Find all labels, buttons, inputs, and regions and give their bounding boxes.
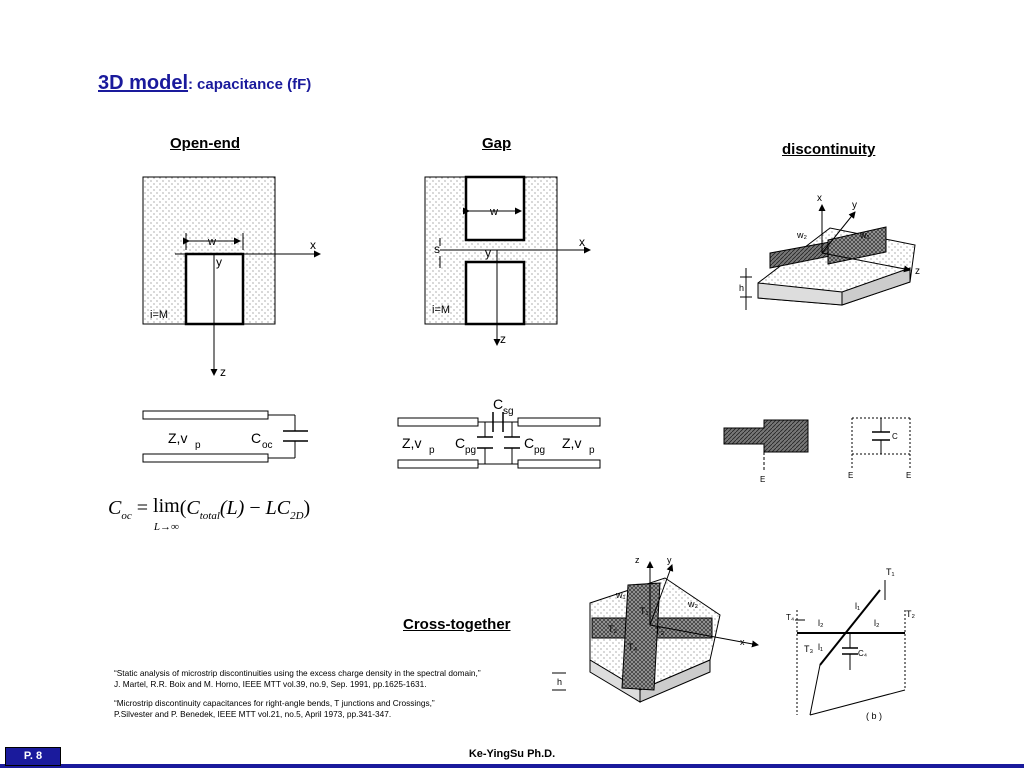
gap-cpg-left: C	[455, 435, 465, 451]
cross-y-label: y	[667, 555, 672, 565]
step-e-right: E	[906, 471, 911, 480]
gap-figure: w s x y z i=M	[424, 175, 591, 346]
cross-t3-label: T₃	[655, 626, 664, 636]
formula-lhs-sub: oc	[121, 510, 132, 522]
formula-ctot: C	[186, 497, 200, 519]
formula-lhs: C	[108, 497, 122, 519]
gap-csg-label: C	[493, 396, 503, 412]
formula-lc-sub: 2D	[290, 510, 304, 522]
cross-z-label: z	[635, 555, 640, 565]
gap-zv-right: Z,v	[562, 435, 581, 451]
cross-w2-label: w₂	[687, 599, 698, 609]
references: “Static analysis of microstrip discontin…	[114, 668, 534, 728]
oc-zv-sub: p	[195, 440, 201, 451]
label-discontinuity: discontinuity	[782, 141, 876, 158]
step-c-label: C	[892, 432, 898, 441]
gap-zv-left: Z,v	[402, 435, 421, 451]
footer-bar	[0, 764, 1024, 768]
oe-region-label: i=M	[150, 309, 168, 321]
formula-open: (	[179, 497, 187, 519]
label-open-end: Open-end	[170, 135, 240, 152]
gap-z-label: z	[500, 332, 506, 346]
gap-s-label: s	[434, 242, 440, 256]
cc-t1-label: T₁	[886, 567, 895, 577]
gap-w-label: w	[489, 206, 498, 218]
formula-lim-sub: L→∞	[153, 521, 179, 533]
disc-w2-label: w₂	[796, 230, 807, 240]
gap-zv-right-sub: p	[589, 445, 595, 456]
cc-l1-bottom: l₁	[818, 642, 823, 652]
formula-lc: LC	[265, 497, 291, 519]
gap-cpg-right: C	[524, 435, 534, 451]
open-end-circuit: Z,v p C oc	[142, 410, 308, 463]
disc-z-label: z	[915, 266, 920, 277]
gap-x-label: x	[579, 235, 585, 249]
cc-l1-top: l₁	[855, 601, 860, 611]
disc-w1-label: w₁	[859, 230, 870, 240]
title-sub: capacitance (fF)	[197, 76, 312, 93]
formula-minus: −	[249, 497, 261, 519]
step-e-mid: E	[848, 471, 853, 480]
oe-x-label: x	[310, 238, 316, 252]
title-main: 3D model	[98, 72, 189, 94]
oc-zv-label: Z,v	[168, 430, 187, 446]
formula-l-arg: (L)	[219, 497, 245, 519]
page-number-badge: P. 8	[5, 747, 61, 766]
oe-z-label: z	[220, 365, 226, 379]
formula-close: )	[303, 497, 311, 519]
open-end-figure: w x y z i=M	[142, 176, 321, 379]
cc-l2-left: l₂	[818, 618, 824, 628]
formula-lim: lim	[153, 495, 180, 517]
cross-h-label: h	[557, 677, 562, 687]
disc-h-label: h	[739, 283, 744, 293]
formula-ctot-sub: total	[199, 510, 220, 522]
cross-w1-label: w₁	[615, 590, 626, 600]
gap-y-label: y	[485, 246, 491, 260]
cross-t2-label: T₂	[608, 624, 617, 634]
oc-c-sub: oc	[262, 440, 273, 451]
gap-cpg-right-sub: pg	[534, 445, 545, 456]
cc-t3-label: T₃	[804, 644, 813, 654]
cross-t4-label: T₄	[628, 642, 637, 652]
oe-y-label: y	[216, 255, 222, 269]
title-separator: :	[188, 76, 194, 93]
capacitance-formula: Coc = lim L→∞ (Ctotal(L) − LC2D)	[108, 495, 311, 536]
gap-csg-sub: sg	[503, 406, 514, 417]
gap-zv-left-sub: p	[429, 445, 435, 456]
cc-t4-label: T₄	[786, 613, 794, 622]
disc-x-label: x	[817, 193, 822, 204]
oc-c-label: C	[251, 430, 261, 446]
cross-circuit: T₁ T₂ T₃ T₄ l₁ l₂ l₂ l₁ C₄ ( b )	[786, 567, 915, 721]
cc-b-label: ( b )	[866, 711, 882, 721]
gap-cpg-left-sub: pg	[465, 445, 476, 456]
formula-lim-block: lim L→∞	[153, 495, 180, 536]
cc-t2-label: T₂	[906, 609, 915, 619]
formula-eq: =	[136, 497, 149, 519]
cc-c4-label: C₄	[858, 649, 867, 658]
discontinuity-3d-figure: x y z w₂ w₁ h	[739, 193, 920, 310]
oe-w-label: w	[207, 236, 216, 248]
step-e-left: E	[760, 475, 765, 484]
cross-x-label: x	[740, 637, 745, 647]
reference-item: “Microstrip discontinuity capacitances f…	[114, 698, 435, 719]
cross-t1-label: T₁	[640, 606, 649, 616]
step-circuit: E C E E	[723, 417, 912, 484]
cc-l2-right: l₂	[874, 618, 880, 628]
gap-circuit: Z,v p Z,v p C pg C pg C sg	[397, 396, 601, 469]
label-cross-together: Cross-together	[403, 616, 511, 633]
gap-region-label: i=M	[432, 304, 450, 316]
slide-title: 3D model:capacitance (fF)	[98, 72, 311, 95]
reference-item: “Static analysis of microstrip discontin…	[114, 668, 481, 689]
disc-y-label: y	[852, 200, 857, 211]
label-gap: Gap	[482, 135, 512, 152]
cross-3d-figure: z y x w₁ w₂ h T₁ T₂ T₃ T₄	[552, 555, 759, 703]
footer-author: Ke-YingSu Ph.D.	[468, 748, 556, 760]
